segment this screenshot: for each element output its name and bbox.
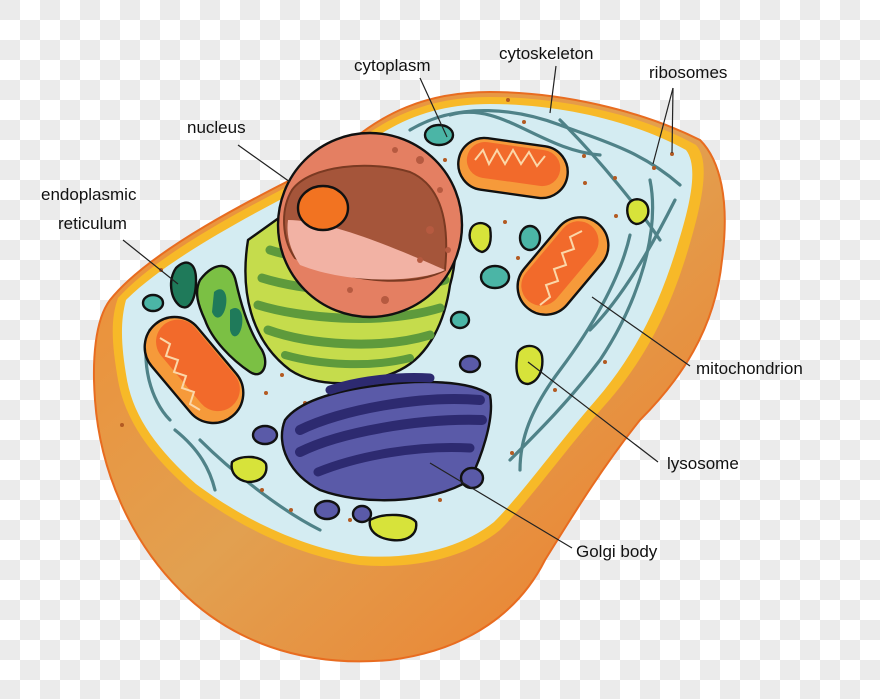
lysosomes: [230, 198, 650, 542]
label-ribosomes: ribosomes: [649, 63, 727, 82]
label-endoplasmic-reticulum-line1: endoplasmic: [41, 185, 137, 204]
mitochondrion-left: [143, 315, 245, 425]
label-cytoskeleton: cytoskeleton: [499, 44, 594, 63]
golgi-body: [251, 354, 493, 524]
nucleolus: [296, 184, 350, 232]
label-cytoplasm: cytoplasm: [354, 56, 431, 75]
nucleus: [276, 131, 464, 319]
leader-lines: [122, 65, 691, 549]
label-endoplasmic-reticulum-line2: reticulum: [58, 214, 127, 233]
label-mitochondrion: mitochondrion: [696, 359, 803, 378]
labels: cytoplasm cytoskeleton ribosomes nucleus…: [41, 44, 803, 561]
mitochondrion-top: [457, 136, 569, 200]
cytoskeleton-filaments: [144, 108, 682, 532]
label-golgi-body: Golgi body: [576, 542, 658, 561]
label-nucleus: nucleus: [187, 118, 246, 137]
label-lysosome: lysosome: [667, 454, 739, 473]
vesicles: [141, 123, 542, 330]
mitochondrion-right: [516, 216, 610, 316]
mitochondria: [143, 136, 610, 425]
